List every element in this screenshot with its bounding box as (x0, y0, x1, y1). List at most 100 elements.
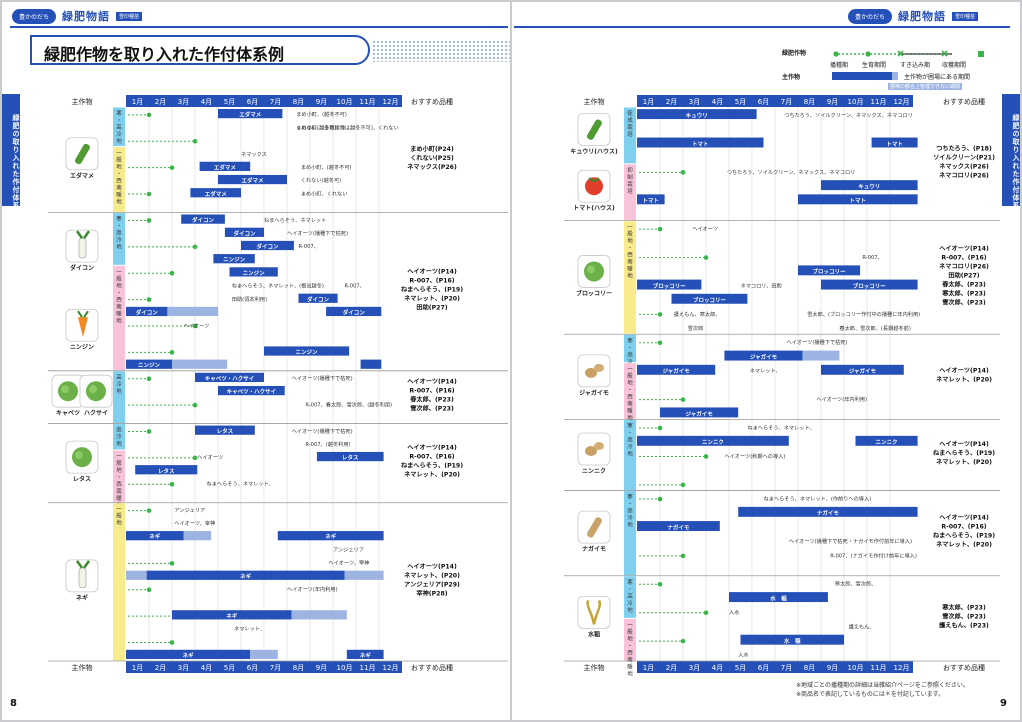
month-footer-6: 6月 (247, 664, 258, 672)
unmanaged-bar (172, 359, 228, 369)
main-crop-bar-label: ニンニク (876, 438, 898, 446)
region-label-char: 地 (116, 281, 122, 289)
rec-header: おすすめ品種 (411, 98, 453, 106)
green-manure-annotation: ヘイオーツ(秋期への導入) (724, 452, 785, 460)
region-label-char: 制 (627, 173, 633, 181)
region-label-char: 暖 (116, 494, 122, 502)
main-crop-bar-label: ニンニク (702, 438, 724, 446)
sow-marker (146, 508, 152, 513)
month-footer-1: 1月 (132, 664, 143, 672)
recommended-variety: まめ小町(P24) (410, 145, 454, 153)
carrot-icon (65, 308, 99, 342)
region-label-char: 冷 (627, 514, 633, 522)
main-crop-bar-label: エダマメ (214, 163, 236, 171)
region-label-char: 般 (116, 459, 122, 467)
cucumber-icon (577, 113, 611, 146)
region-strip-cyan (113, 107, 125, 147)
region-label-char: 高 (116, 229, 122, 237)
region-label-char: 培 (627, 130, 633, 138)
rec-header: おすすめ品種 (943, 98, 985, 106)
region-label-char: 寒 (116, 215, 122, 223)
sow-marker (146, 218, 152, 223)
main-crop-bar-label: レタス (217, 427, 234, 435)
legend-grow: 生育期間 (862, 62, 887, 69)
sow-marker (680, 482, 686, 488)
unmanaged-bar (250, 649, 278, 660)
region-label-char: 寒 (627, 578, 633, 586)
main-crop-bar-label: エダマメ (241, 177, 263, 185)
month-header-4: 4月 (201, 98, 212, 106)
green-manure-annotation: つちたろう、ソイルクリーン、ネマックス、ネマコロリ (727, 169, 856, 176)
cabbage-icon (51, 374, 85, 408)
region-label-char: 般 (627, 372, 633, 380)
main-crop-bar (821, 180, 918, 191)
region-strip-cyan (113, 371, 125, 424)
crop-name: キャベツ (56, 410, 80, 417)
lettuce-icon (65, 440, 99, 474)
recommended-variety: 春太郎、(P23) (941, 280, 986, 288)
month-footer-1: 1月 (643, 664, 654, 672)
region-label-char: ・ (627, 431, 633, 437)
sow-marker (192, 138, 198, 144)
main-crop-bar-label: ニンジン (223, 257, 246, 264)
garlic-icon (577, 432, 611, 466)
recommended-variety: R-007、(P16) (941, 254, 986, 261)
region-label-char: 冷 (627, 443, 633, 451)
month-header-9: 9月 (827, 98, 838, 106)
month-header-11: 11月 (360, 98, 376, 106)
recommended-variety: 春太郎、(P23) (409, 396, 454, 404)
region-label-char: 一 (627, 367, 633, 373)
recommended-variety: 護えもん、(P23) (939, 621, 989, 629)
sow-marker (146, 429, 152, 434)
recommended-variety: ソイルクリーン(P21) (933, 153, 995, 161)
region-label-char: 寒 (627, 422, 633, 430)
recommended-variety: ねまへらそう、(P19) (401, 462, 463, 470)
recommended-variety: ヘイオーツ(P14) (407, 379, 457, 386)
recommended-variety: R-007、(P16) (409, 454, 454, 461)
month-header-5: 5月 (224, 98, 235, 106)
sow-marker (146, 112, 152, 118)
region-label-char: 暖 (627, 407, 633, 415)
sow-marker (657, 340, 663, 346)
sow-marker (680, 638, 686, 644)
green-manure-annotation: まめ小町、(多数播種は越冬不可)、くれない (296, 123, 399, 131)
recommended-variety: ねまへらそう、(P19) (933, 532, 995, 540)
rice-icon (577, 595, 611, 629)
main-crop-bar-label: ダイコン (307, 295, 330, 303)
crop-name: 水稲 (588, 630, 600, 638)
region-label-char: 高 (627, 350, 633, 358)
region-strip-yellow (624, 221, 636, 334)
sow-marker (146, 191, 152, 197)
main-crop-bar (218, 174, 287, 185)
green-manure-annotation: R-007、春太郎、雪次郎、(越冬利用) (305, 400, 392, 408)
region-label-char: 地 (116, 316, 122, 324)
main-crop-bar (229, 267, 278, 277)
green-manure-annotation: 入水 (729, 608, 740, 616)
main-crop-bar (855, 435, 918, 446)
main-crop-bar-label: ネギ (325, 533, 337, 541)
crop-name: エダマメ (70, 172, 94, 180)
month-footer-2: 2月 (155, 664, 166, 672)
main-crop-bar-label: ネギ (240, 572, 252, 580)
month-header-3: 3月 (178, 98, 189, 106)
main-crop-bar-label: エダマメ (205, 190, 227, 198)
daikon-icon (65, 229, 99, 263)
green-manure-annotation: ヘイオーツ (692, 226, 718, 233)
main-crop-bar-label: キャベツ・ハクサイ (227, 388, 277, 396)
month-footer-12: 12月 (383, 664, 399, 672)
green-manure-annotation: まめ小町、(越冬不可) (296, 110, 347, 118)
region-strip-cyan (113, 213, 125, 265)
main-crop-bar-label: トマト (643, 198, 660, 205)
sow-marker (169, 270, 175, 276)
legend-harvest: 収穫期間 (942, 62, 967, 69)
page-number: 8 (10, 698, 17, 709)
region-label-char: ・ (116, 290, 122, 296)
region-label-char: 般 (627, 230, 633, 238)
region-strip-cyan (624, 491, 636, 576)
sow-marker (169, 350, 175, 355)
month-footer-9: 9月 (827, 664, 838, 672)
green-manure-annotation: R-007、 (345, 284, 365, 290)
main-crop-bar-label: トマト (886, 141, 903, 148)
legend-sow: 播種期 (830, 62, 849, 69)
main-crop-bar-label: ナガイモ (817, 509, 840, 517)
